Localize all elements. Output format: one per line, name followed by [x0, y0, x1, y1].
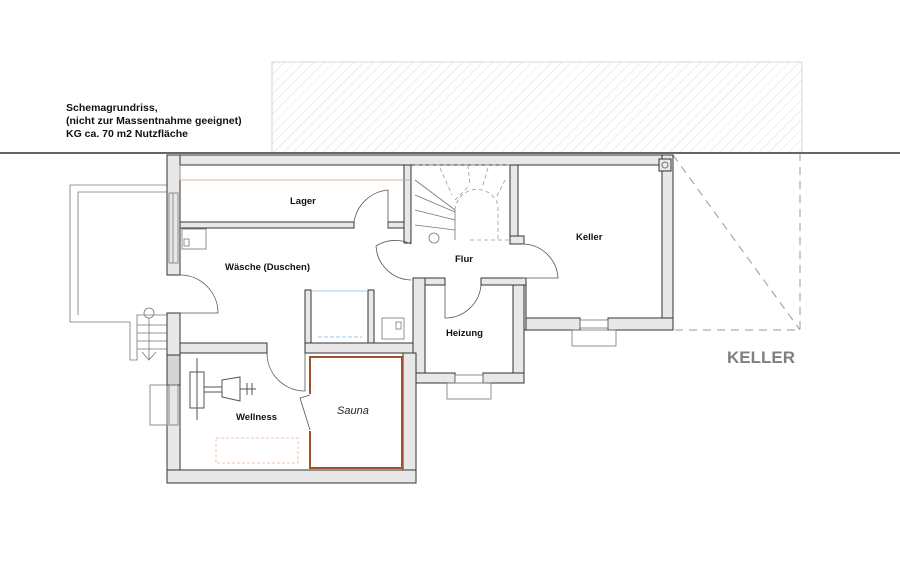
- room-label-sauna: Sauna: [337, 405, 369, 417]
- room-label-keller: Keller: [576, 232, 603, 243]
- room-label-flur: Flur: [455, 254, 473, 265]
- floor-label: KELLER: [727, 348, 795, 367]
- note-line-1: Schemagrundriss,: [66, 102, 158, 114]
- room-label-waesche: Wäsche (Duschen): [225, 262, 310, 273]
- exterior-stairs: [137, 307, 167, 361]
- wellness-mat: [215, 437, 299, 464]
- appliances: [181, 228, 405, 340]
- room-label-wellness: Wellness: [236, 412, 277, 423]
- doors: [179, 189, 559, 431]
- windows: [149, 192, 617, 426]
- room-label-heizung: Heizung: [446, 328, 483, 339]
- ground-hatch: [271, 61, 803, 154]
- lager-shelf: [179, 165, 410, 181]
- sauna-walls: [309, 356, 403, 469]
- terrace: [69, 184, 167, 361]
- note-line-3: KG ca. 70 m2 Nutzfläche: [66, 128, 188, 140]
- fitness-equipment: [189, 358, 256, 420]
- walls: [166, 154, 674, 484]
- room-label-lager: Lager: [290, 196, 316, 207]
- outline-dashed: [672, 153, 801, 331]
- note-line-2: (nicht zur Massentnahme geeignet): [66, 115, 242, 127]
- interior-stairs: [414, 164, 510, 244]
